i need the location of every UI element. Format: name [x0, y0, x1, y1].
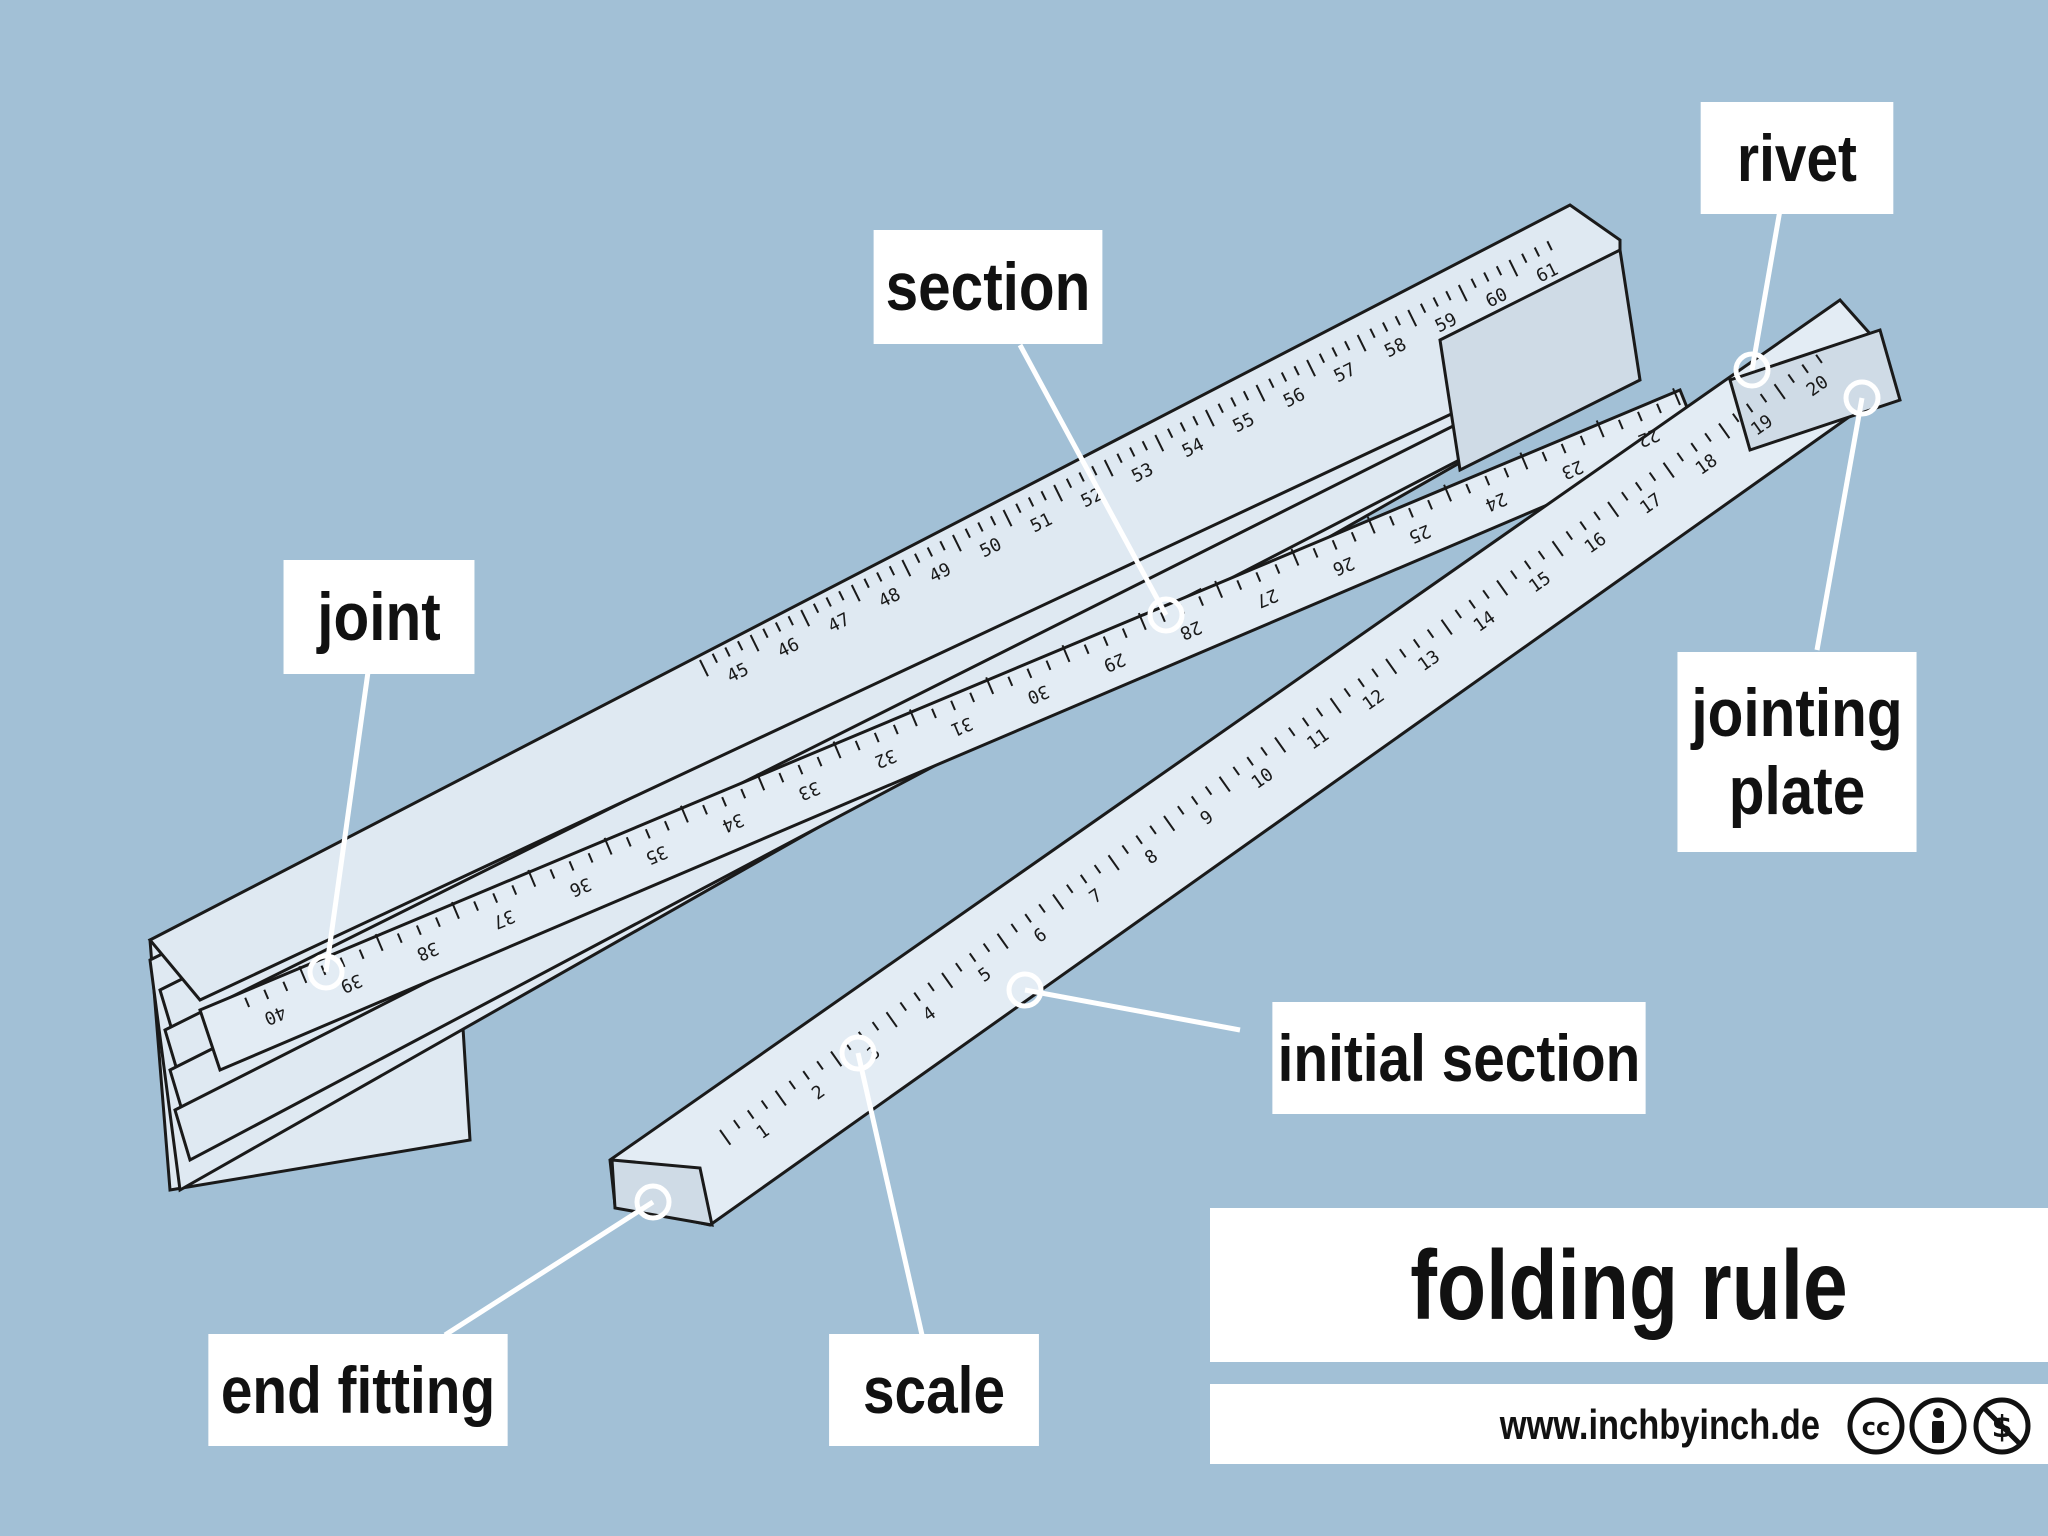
label-section: section	[873, 230, 1103, 344]
svg-text:cc: cc	[1862, 1413, 1890, 1441]
attribution-icon	[1909, 1397, 1967, 1455]
title-panel	[1210, 1208, 2048, 1362]
callout-lines	[323, 209, 1865, 1338]
label-jointing-plate: jointing plate	[1677, 652, 1917, 852]
label-rivet: rivet	[1700, 102, 1894, 214]
label-end-fitting: end fitting	[208, 1334, 508, 1446]
license-icons: cc $	[1847, 1397, 2031, 1455]
credit-link[interactable]: www.inchbyinch.de	[1499, 1401, 1820, 1448]
callout-markers	[307, 351, 1881, 1221]
noncommercial-icon: $	[1973, 1397, 2031, 1455]
cc-icon: cc	[1847, 1397, 1905, 1455]
label-initial-section: initial section	[1272, 1002, 1646, 1114]
jointing-plate-shape	[1728, 328, 1902, 452]
label-scale: scale	[829, 1334, 1039, 1446]
label-joint: joint	[283, 560, 475, 674]
tick-marks	[244, 240, 1823, 1146]
page-title: folding rule	[1410, 1229, 1848, 1340]
credit-panel	[1210, 1384, 2048, 1464]
